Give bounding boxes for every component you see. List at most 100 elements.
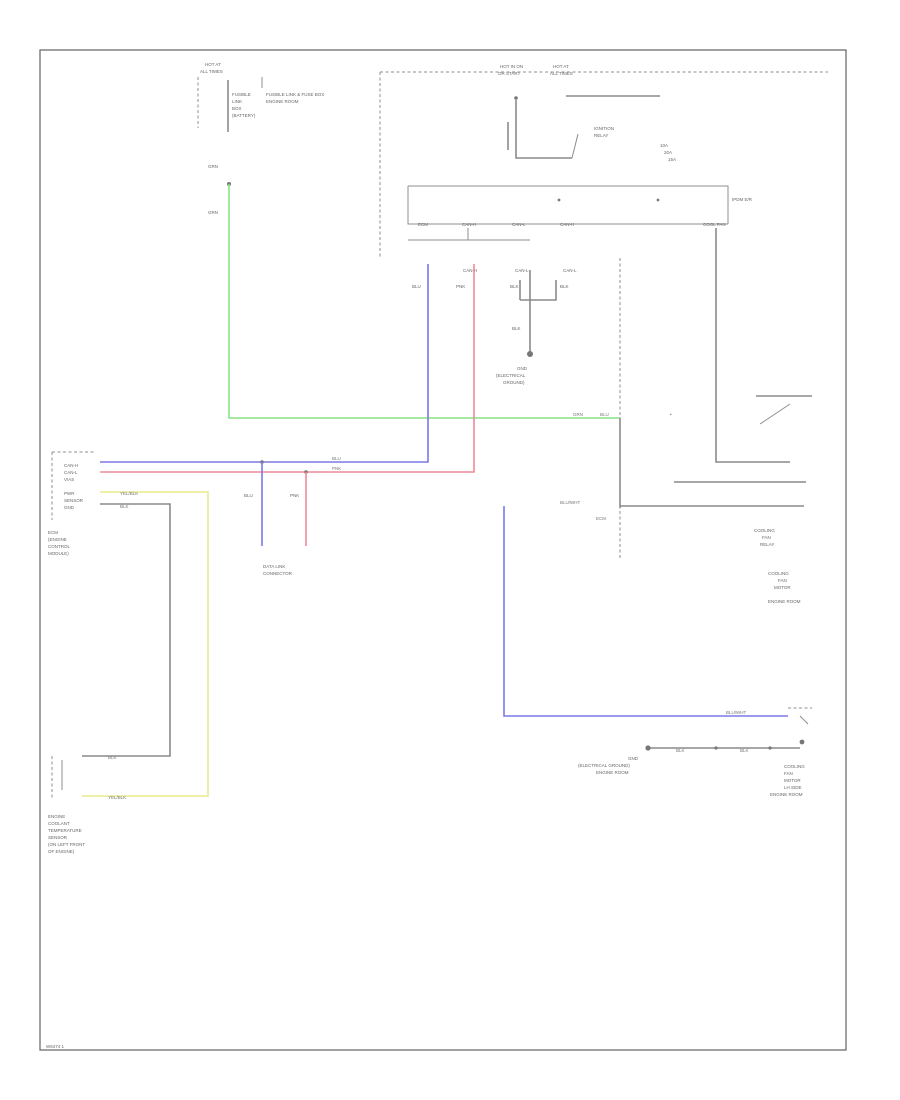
fuse-label-2: LINK: [232, 99, 242, 104]
fan-motor-label-2: FAN: [778, 578, 787, 583]
sensor-label-4: SENSOR: [48, 835, 68, 840]
fan-motor-bottom-label-4: LH SIDE: [784, 785, 802, 790]
motor-terminal: [799, 739, 805, 745]
fan-motor-label-3: MOTOR: [774, 585, 791, 590]
wire-label-blu-wht-2: BLU/WHT: [726, 710, 747, 715]
ipdm-pin-can-h-2: CAN-H: [560, 222, 574, 227]
can-l-pin-label: CAN-L: [515, 268, 529, 273]
wire-label-blu-junction: BLU: [600, 412, 609, 417]
ipdm-area: HOT IN ON OR START HOT AT ALL TIMES IGNI…: [379, 64, 828, 258]
ipdm-pin-can-h: CAN-H: [462, 222, 476, 227]
blue-white-fan-wire: [503, 506, 788, 717]
data-link-label-1: DATA LINK: [263, 564, 285, 569]
hot-right-a-line1: HOT IN ON: [500, 64, 523, 69]
ipdm-label: IPDM E/R: [732, 197, 753, 202]
ecm-block: CAN-H CAN-L VIAS PWR SENSOR GND ECM (ENG…: [48, 451, 96, 556]
sensor-label-1: ENGINE: [48, 814, 65, 819]
ecm-pin-can-l: CAN-L: [64, 470, 78, 475]
ecm-label-2: (ENGINE: [48, 537, 67, 542]
data-link-label-2: CONNECTOR: [263, 571, 293, 576]
diagram-frame: [39, 49, 847, 1051]
blue-can-h-wire: [100, 264, 429, 463]
ipdm-node-2: [656, 198, 660, 202]
ground-point: [527, 351, 533, 357]
fan-motor-label-4: ENGINE ROOM: [768, 599, 801, 604]
fan-motor-bottom-label-1: COOLING: [784, 764, 805, 769]
ipdm-pin-cool-fan: COOL FAN: [703, 222, 726, 227]
ecm-pin-sensor: SENSOR: [64, 498, 84, 503]
green-wire: [228, 184, 620, 419]
wire-label-blk-2: BLK: [560, 284, 569, 289]
coolant-temperature-sensor: ENGINE COOLANT TEMPERATURE SENSOR (ON LE…: [48, 756, 85, 854]
wire-label-yel-blk-1: YEL/BLK: [120, 491, 138, 496]
fan-motor-bottom-label-3: MOTOR: [784, 778, 801, 783]
fan-motor-label-1: COOLING: [768, 571, 789, 576]
ipdm-pin-ecm: ECM: [418, 222, 428, 227]
ground-bottom-label-3: ENGINE ROOM: [596, 770, 629, 775]
wire-label-yel-blk-2: YEL/BLK: [108, 795, 126, 800]
fan-relay-label-2: FAN: [762, 535, 771, 540]
ground-bottom-label-2: (ELECTRICAL GROUND): [578, 763, 630, 768]
footer-code: W6474 1: [46, 1044, 65, 1049]
hot-right-b-line1: HOT AT: [553, 64, 569, 69]
ignition-relay-label-1: IGNITION: [594, 126, 614, 131]
fan-relay-contact-mark: •: [670, 412, 672, 417]
splice-dot-bottom-1: [714, 746, 718, 750]
fuse-label-5: FUSIBLE LINK & FUSE BOX: [266, 92, 324, 97]
ground-bottom-label-1: GND: [628, 756, 639, 761]
ground-label-3: GROUND): [503, 380, 525, 385]
hot-left-line2: ALL TIMES: [200, 69, 223, 74]
ecm-pin-can-h: CAN-H: [64, 463, 78, 468]
sensor-label-5: (ON LEFT FRONT: [48, 842, 85, 847]
fuse-10a: 10A: [660, 143, 668, 148]
hot-right-a-line2: OR START: [498, 71, 521, 76]
ipdm-box: [407, 185, 729, 225]
ipdm-node-1: [557, 198, 561, 202]
ground-label-2: (ELECTRICAL: [496, 373, 526, 378]
fan-relay-label-1: COOLING: [754, 528, 775, 533]
motor-symbol: [799, 715, 809, 725]
wire-label-blk-3: BLK: [512, 326, 521, 331]
ecm-label-4: MODULE): [48, 551, 69, 556]
yellow-sensor-wire: [82, 491, 209, 797]
fuse-label-1: FUSIBLE: [232, 92, 251, 97]
wire-label-blk-1: BLK: [510, 284, 519, 289]
wire-label-blk-bottom-1: BLK: [676, 748, 685, 753]
fan-relay-switch-arm: [759, 403, 791, 425]
ecm-border: [51, 451, 96, 520]
fan-motor-bottom-label-2: FAN: [784, 771, 793, 776]
hot-right-b-line2: ALL TIMES: [550, 71, 573, 76]
can-h-pin-label: CAN-H: [463, 268, 477, 273]
splice-dot-bottom-2: [768, 746, 772, 750]
wire-label-pnk-dlc: PNK: [290, 493, 299, 498]
wire-label-blu-main: BLU: [332, 456, 341, 461]
fan-relay-label-3: RELAY: [760, 542, 774, 547]
ecm-label-3: CONTROL: [48, 544, 70, 549]
hot-at-all-times-left: HOT AT ALL TIMES FUSIBLE LINK BOX (BATTE…: [197, 62, 324, 215]
fan-pin-ecm: ECM: [596, 516, 606, 521]
wire-label-grn-2: GRN: [208, 210, 218, 215]
ignition-relay-label-2: RELAY: [594, 133, 608, 138]
wire-label-blu-wht-1: BLU/WHT: [560, 500, 581, 505]
ecm-pin-vias: VIAS: [64, 477, 74, 482]
wire-label-pnk-main: PNK: [332, 466, 341, 471]
ipdm-pin-can-l: CAN-L: [512, 222, 526, 227]
wire-label-grn-1: GRN: [208, 164, 218, 169]
red-can-l-wire: [100, 264, 475, 473]
can-ground-group: CAN-H CAN-L CAN-L BLU PNK BLK BLK BLK GN…: [412, 268, 577, 385]
ecm-pin-gnd: GND: [64, 505, 75, 510]
relay-terminal: [514, 96, 518, 100]
fuse-20a: 20A: [664, 150, 672, 155]
ground-splice-wires: [519, 270, 557, 352]
sensor-label-6: OF ENGINE): [48, 849, 75, 854]
hot-left-line1: HOT AT: [205, 62, 221, 67]
ecm-pin-pwr: PWR: [64, 491, 75, 496]
sensor-label-2: COOLANT: [48, 821, 70, 826]
wire-label-grn-3: GRN: [573, 412, 583, 417]
fan-motor-bottom-label-5: ENGINE ROOM: [770, 792, 803, 797]
fuse-label-6: ENGINE ROOM: [266, 99, 299, 104]
ground-point-bottom: [645, 745, 651, 751]
relay-switch-arm: [571, 133, 579, 159]
fuse-label-4: (BATTERY): [232, 113, 256, 118]
